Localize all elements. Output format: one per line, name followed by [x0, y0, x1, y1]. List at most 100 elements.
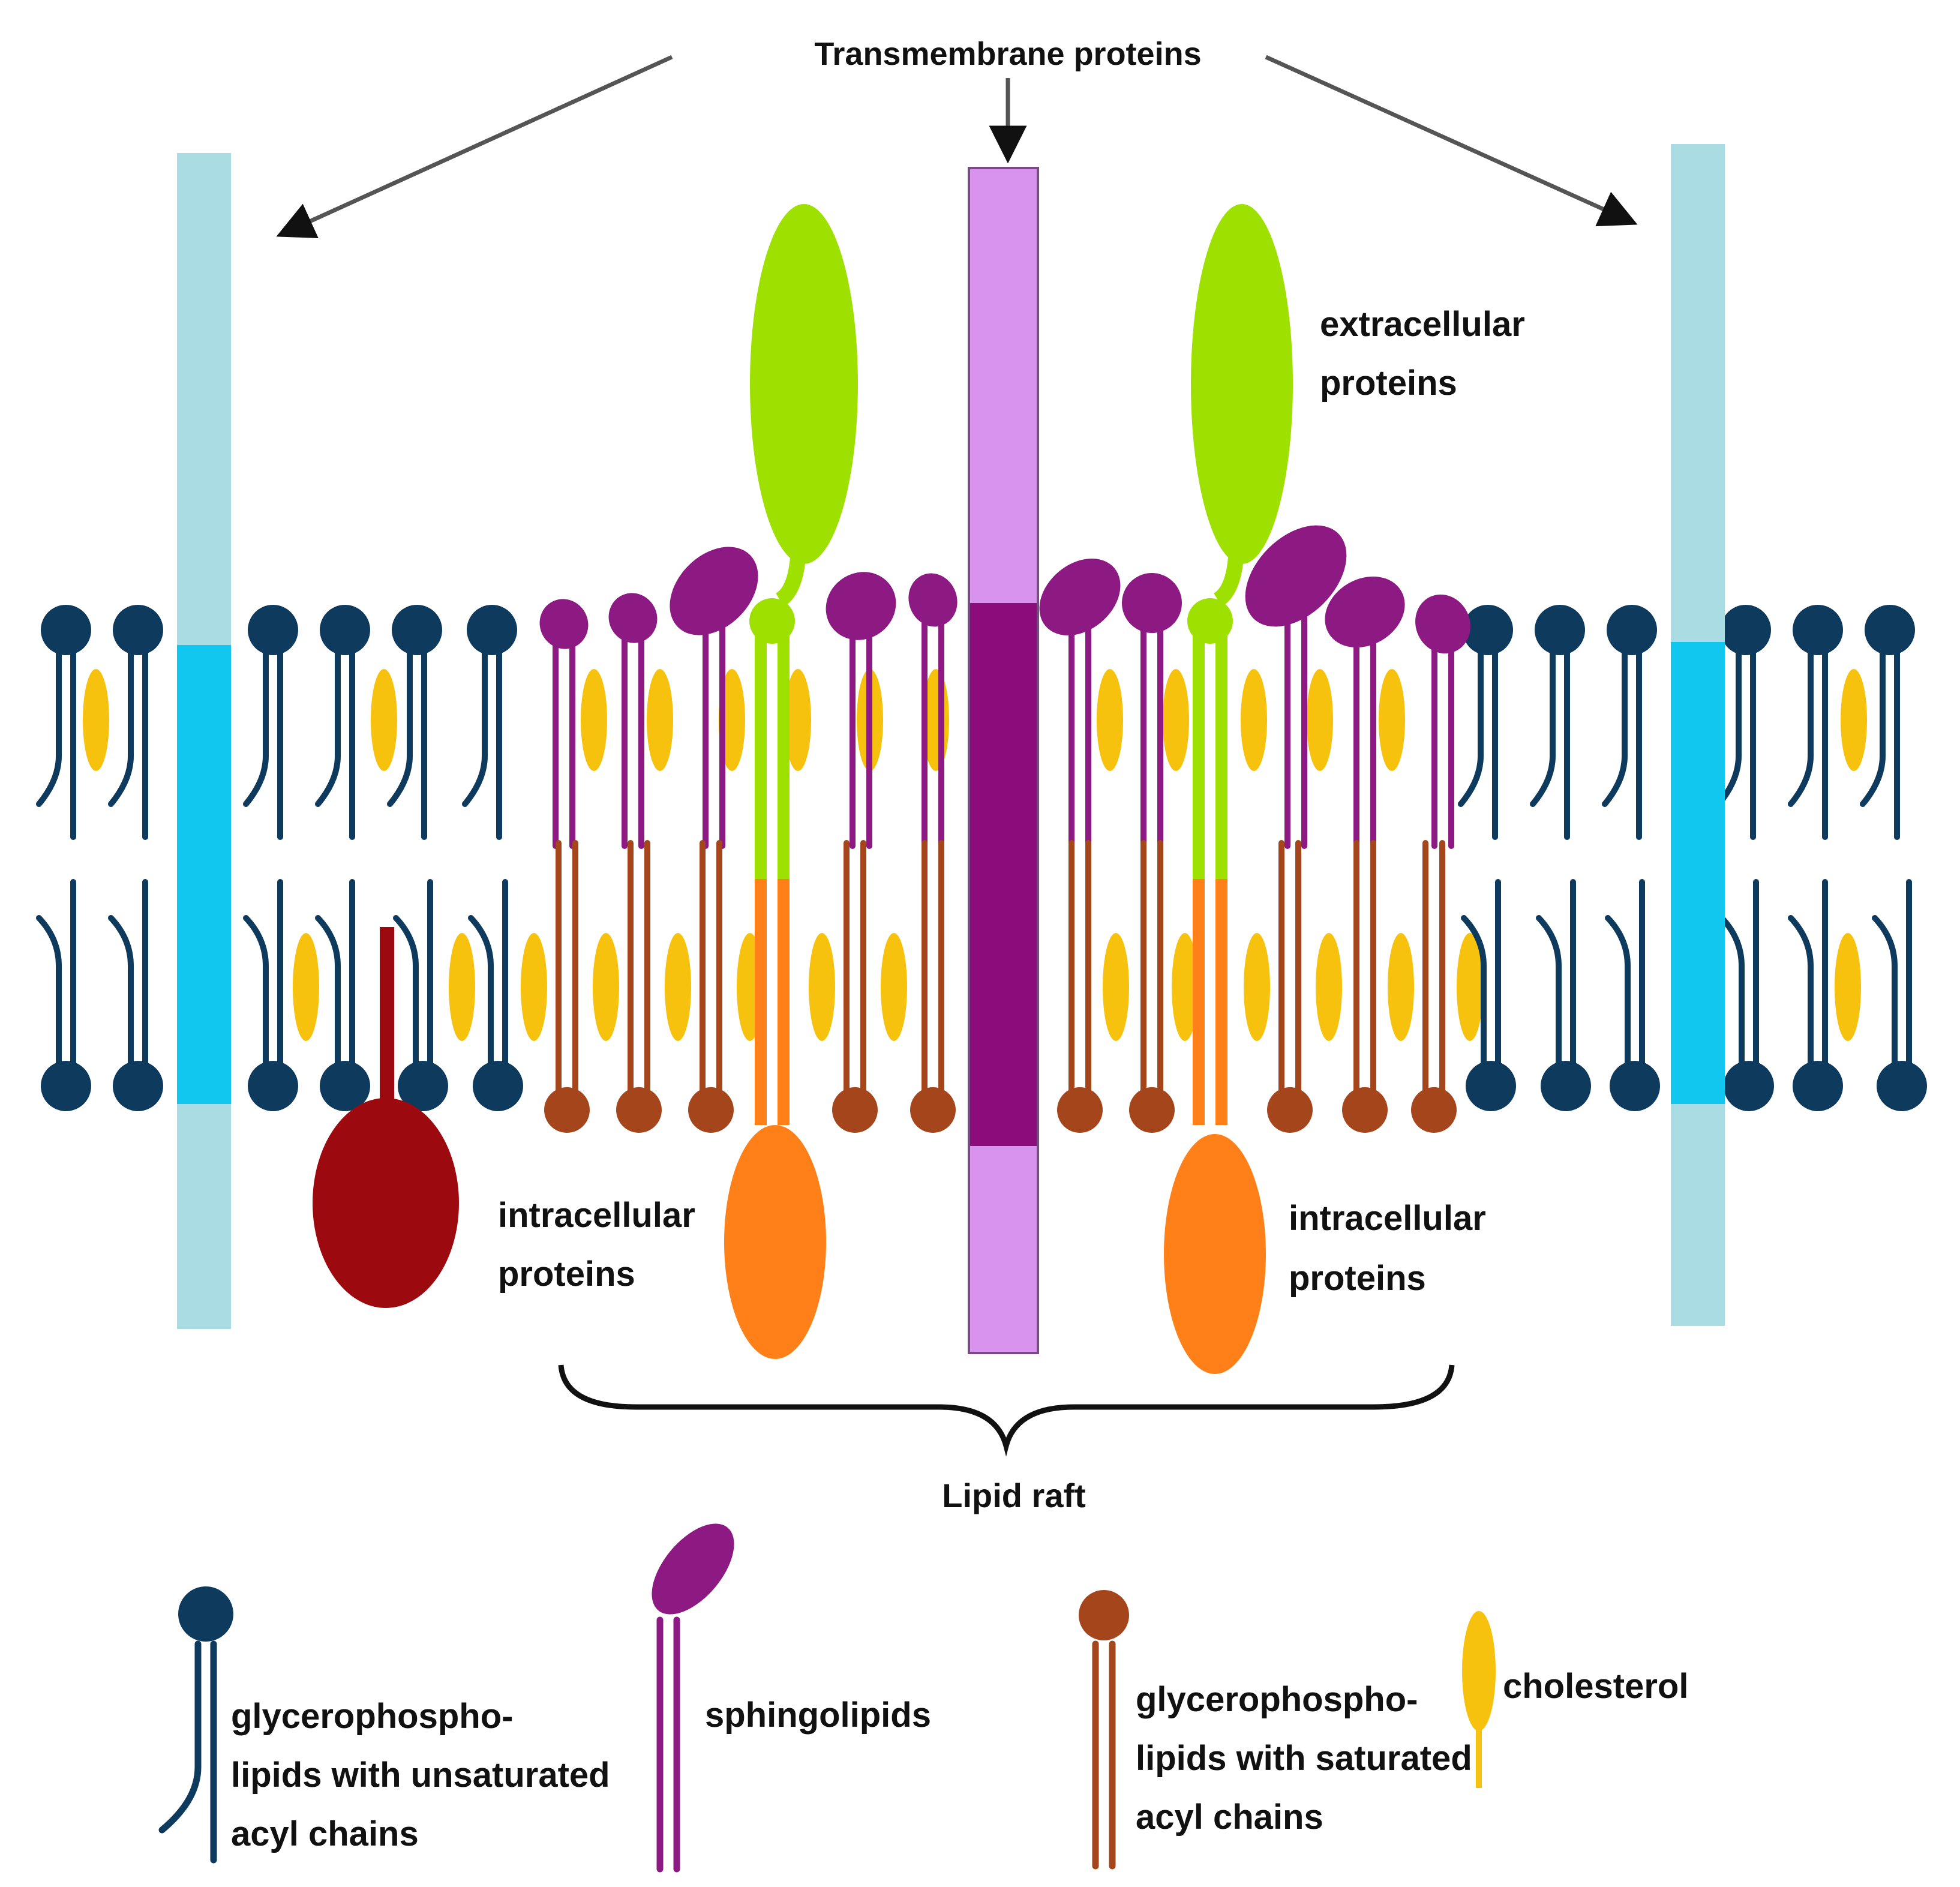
sphingolipid: [1415, 594, 1470, 849]
cholesterol-molecule: [1163, 669, 1189, 771]
legend-unsaturated-line3: acyl chains: [231, 1814, 419, 1853]
saturated-lipid: [1057, 840, 1103, 1133]
transmembrane-arrows: [276, 55, 1638, 238]
saturated-lipid: [1267, 840, 1313, 1133]
arrow-head-icon: [276, 55, 673, 238]
saturated-lipid: [1342, 840, 1388, 1133]
extracellular-protein-right: [1187, 204, 1293, 879]
intracellular-protein-anchored: [313, 927, 459, 1308]
saturated-lipid: [688, 840, 734, 1133]
legend-saturated-line1: glycerophospho-: [1136, 1680, 1418, 1719]
legend-sphingolipids: sphingolipids: [705, 1696, 931, 1735]
cholesterol-molecule: [1103, 933, 1129, 1041]
unsaturated-lipid-bottom: [1872, 879, 1927, 1111]
label-intracellular-right-line2: proteins: [1289, 1259, 1426, 1298]
unsaturated-lipid-bottom: [315, 879, 370, 1111]
intracellular-protein-raft-left: [724, 879, 826, 1359]
lipid-bilayer: [36, 525, 1927, 1133]
arrow-head-icon: [1265, 55, 1638, 227]
label-intracellular-left-line1: intracellular: [498, 1196, 695, 1235]
legend-unsaturated-lipid-icon: [158, 1586, 233, 1864]
cholesterol-molecule: [1244, 933, 1270, 1041]
sphingolipid: [608, 593, 658, 849]
saturated-lipid: [832, 840, 878, 1133]
cholesterol-molecule: [1316, 933, 1342, 1041]
saturated-lipid: [910, 840, 956, 1133]
legend-saturated-lipid-icon: [1079, 1590, 1129, 1870]
label-intracellular-right-line1: intracellular: [1289, 1199, 1486, 1238]
cholesterol-molecule: [809, 933, 835, 1041]
unsaturated-lipid-bottom: [393, 879, 448, 1111]
legend-cholesterol: cholesterol: [1503, 1667, 1688, 1706]
sphingolipid: [670, 547, 758, 849]
unsaturated-lipid-top: [1530, 605, 1585, 840]
unsaturated-lipid-bottom: [1788, 879, 1843, 1111]
label-lipid-raft: Lipid raft: [942, 1477, 1086, 1514]
intracellular-protein-raft-right: [1164, 879, 1266, 1374]
unsaturated-lipid-top: [36, 605, 91, 840]
saturated-lipid: [616, 840, 662, 1133]
cholesterol-molecule: [449, 933, 475, 1041]
cholesterol-molecule: [83, 669, 109, 771]
unsaturated-lipid-top: [1602, 605, 1657, 840]
unsaturated-lipid-top: [462, 605, 517, 840]
legend-cholesterol-icon: [1462, 1611, 1496, 1788]
legend-saturated-line3: acyl chains: [1136, 1798, 1323, 1837]
unsaturated-lipid-top: [243, 605, 298, 840]
transmembrane-protein-center: [968, 167, 1039, 1354]
unsaturated-lipid-bottom: [1536, 879, 1591, 1111]
sphingolipid: [826, 572, 896, 849]
sphingolipid: [1039, 558, 1121, 849]
cholesterol-molecule: [1172, 933, 1198, 1041]
legend-unsaturated-line2: lipids with unsaturated: [231, 1756, 610, 1795]
unsaturated-lipid-top: [315, 605, 370, 840]
label-intracellular-left-line2: proteins: [498, 1255, 635, 1294]
unsaturated-lipid-top: [1860, 605, 1915, 840]
curly-brace-icon: [558, 1364, 1455, 1457]
cholesterol-molecule: [647, 669, 673, 771]
unsaturated-lipid-bottom: [1719, 879, 1774, 1111]
sphingolipid: [908, 573, 958, 849]
label-extracellular-line1: extracellular: [1320, 305, 1525, 344]
unsaturated-lipid-bottom: [468, 879, 523, 1111]
saturated-lipid: [544, 840, 590, 1133]
cholesterol-molecule: [1835, 933, 1861, 1041]
cholesterol-molecule: [593, 933, 619, 1041]
cholesterol-molecule: [1388, 933, 1414, 1041]
label-extracellular-line2: proteins: [1320, 364, 1457, 403]
cholesterol-molecule: [371, 669, 397, 771]
unsaturated-lipid-top: [387, 605, 442, 840]
cholesterol-molecule: [1841, 669, 1867, 771]
unsaturated-lipid-bottom: [1605, 879, 1660, 1111]
unsaturated-lipid-top: [1458, 605, 1513, 840]
legend-sphingolipid-icon: [652, 1523, 734, 1873]
cholesterol-molecule: [785, 669, 811, 771]
label-transmembrane-proteins: Transmembrane proteins: [814, 36, 1201, 72]
unsaturated-lipid-bottom: [1461, 879, 1516, 1111]
sphingolipid: [1325, 576, 1405, 849]
legend-saturated-line2: lipids with saturated: [1136, 1739, 1472, 1778]
cholesterol-molecule: [665, 933, 691, 1041]
cholesterol-molecule: [293, 933, 319, 1041]
unsaturated-lipid-bottom: [243, 879, 298, 1111]
legend: glycerophospho- lipids with unsaturated …: [158, 1523, 1688, 1873]
cholesterol-molecule: [1097, 669, 1123, 771]
legend-unsaturated-line1: glycerophospho-: [231, 1697, 513, 1736]
unsaturated-lipid-top: [108, 605, 163, 840]
cholesterol-molecule: [1457, 933, 1483, 1041]
saturated-lipid: [1411, 840, 1457, 1133]
cholesterol-molecule: [581, 669, 607, 771]
unsaturated-lipid-bottom: [36, 879, 91, 1111]
transmembrane-protein-left: [177, 153, 231, 1329]
transmembrane-protein-right: [1671, 144, 1725, 1326]
unsaturated-lipid-bottom: [108, 879, 163, 1111]
cholesterol-molecule: [521, 933, 547, 1041]
sphingolipid: [539, 599, 589, 849]
cholesterol-molecule: [1307, 669, 1333, 771]
unsaturated-lipid-top: [1788, 605, 1843, 840]
sphingolipid: [1122, 573, 1182, 849]
sphingolipid: [1245, 525, 1347, 849]
cholesterol-molecule: [1241, 669, 1267, 771]
saturated-lipid: [1129, 840, 1175, 1133]
